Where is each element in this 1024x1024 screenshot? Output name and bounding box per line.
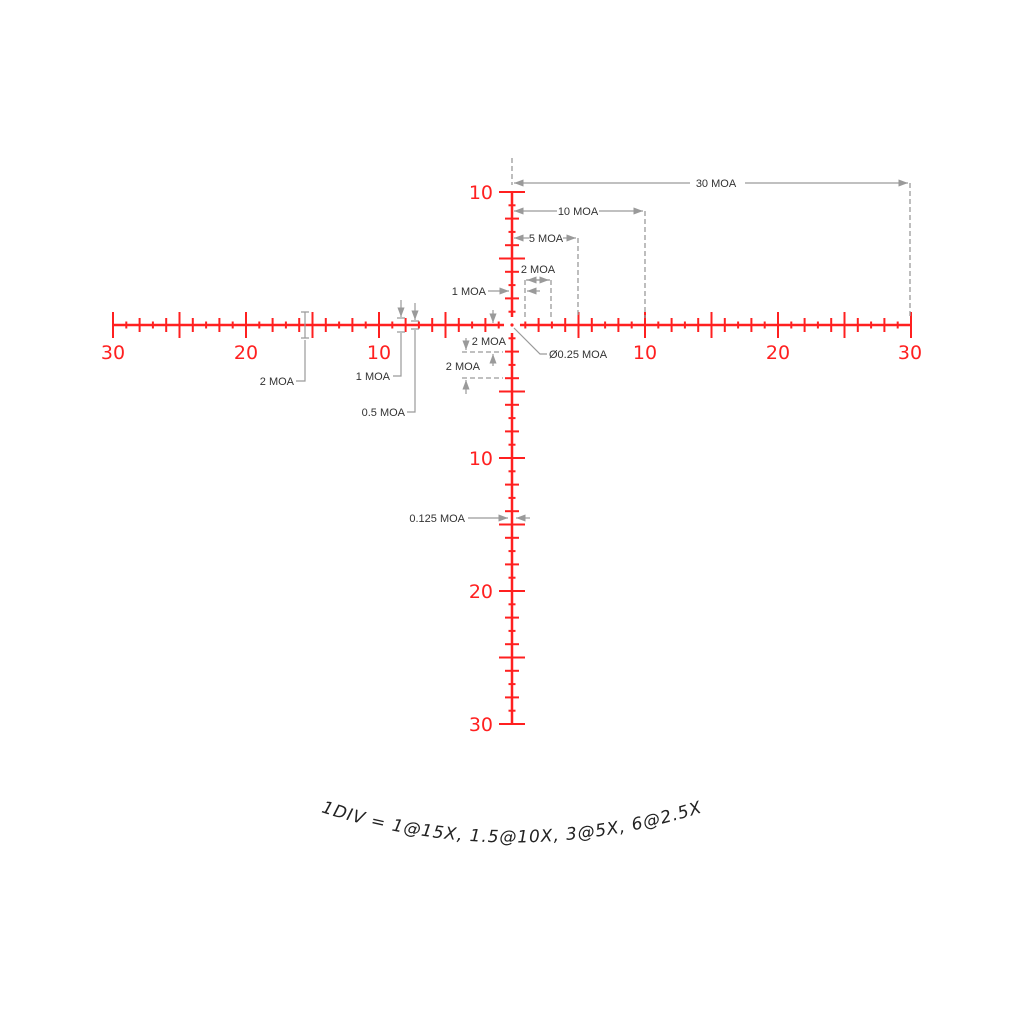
annotation-2-moa-below-b: 2 MOA xyxy=(446,361,481,373)
annotation-30-moa: 30 MOA xyxy=(696,178,737,190)
v-label-down-20: 20 xyxy=(469,581,493,603)
h-label-left-10: 10 xyxy=(367,342,391,364)
annotation-10-moa: 10 MOA xyxy=(558,206,599,218)
annotation-0-125-moa: 0.125 MOA xyxy=(409,513,465,525)
annotation-2-moa-below-a: 2 MOA xyxy=(472,336,507,348)
annotation-0-5-moa-left: 0.5 MOA xyxy=(362,407,406,419)
annotation-1-moa-left: 1 MOA xyxy=(356,371,391,383)
division-note-text: 1DIV = 1@15X, 1.5@10X, 3@5X, 6@2.5X xyxy=(319,798,703,848)
h-label-right-10: 10 xyxy=(633,342,657,364)
annotation-1-moa-top: 1 MOA xyxy=(452,286,487,298)
annotation-5-moa: 5 MOA xyxy=(529,233,564,245)
reticle-crosshair xyxy=(112,191,912,725)
annotations: 30 MOA 10 MOA 5 MOA 2 MOA 1 MOA Ø0.25 MO… xyxy=(260,158,911,525)
annotation-center-dot: Ø0.25 MOA xyxy=(549,349,608,361)
v-label-down-10: 10 xyxy=(469,448,493,470)
v-label-down-30: 30 xyxy=(469,714,493,736)
annotation-2-moa-top: 2 MOA xyxy=(521,264,556,276)
h-label-right-30: 30 xyxy=(898,342,922,364)
center-dot xyxy=(510,323,514,327)
annotation-2-moa-left: 2 MOA xyxy=(260,376,295,388)
h-label-left-30: 30 xyxy=(101,342,125,364)
reticle-labels: 30 20 10 10 20 30 10 10 20 30 xyxy=(101,182,922,736)
h-label-right-20: 20 xyxy=(766,342,790,364)
division-note: 1DIV = 1@15X, 1.5@10X, 3@5X, 6@2.5X xyxy=(319,798,704,848)
v-label-up-10: 10 xyxy=(469,182,493,204)
h-label-left-20: 20 xyxy=(234,342,258,364)
